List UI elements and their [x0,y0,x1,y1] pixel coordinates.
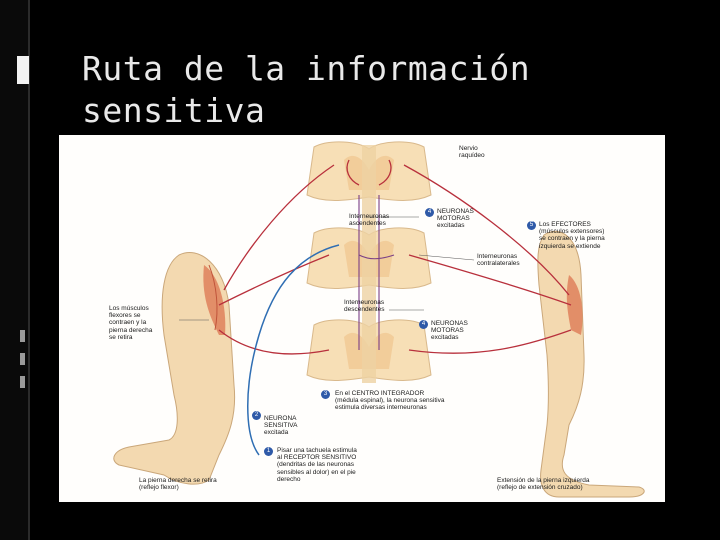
label-neurona-sensitiva: NEURONA SENSITIVA excitada [264,415,297,437]
label-nervio-raquideo: Nervio raquídeo [459,145,485,159]
step-4a-badge: 4 [425,208,434,217]
label-centro-integrador: En el CENTRO INTEGRADOR (médula espinal)… [335,390,444,412]
label-interneuronas-descendentes: Interneuronas descendentes [344,299,384,313]
step-4b-badge: 4 [419,320,428,329]
right-leg-illustration [114,252,235,484]
label-receptor-sensitivo: Pisar una tachuela estimula al RECEPTOR … [277,447,357,483]
step-3-badge: 3 [321,390,330,399]
label-musculos-flexores: Los músculos flexores se contraen y la p… [109,305,152,341]
label-interneuronas-ascendentes: Interneuronas ascendentes [349,213,389,227]
step-1-badge: 1 [264,447,273,456]
label-interneuronas-contralaterales: Interneuronas contralaterales [477,253,520,267]
label-neuronas-motoras-1: NEURONAS MOTORAS excitadas [437,208,474,230]
slide-title: Ruta de la información sensitiva [82,48,682,132]
decorative-bullet [20,330,25,342]
reflex-figure: Nervio raquídeo Interneuronas ascendente… [59,135,665,502]
decorative-bullet [20,353,25,365]
title-accent-bar [17,56,29,84]
left-leg-illustration [538,231,644,497]
label-pierna-izquierda: Extensión de la pierna izquierda (reflej… [497,477,590,491]
label-neuronas-motoras-2: NEURONAS MOTORAS excitadas [431,320,468,342]
step-5-badge: 5 [527,221,536,230]
decorative-bullet [20,376,25,388]
label-efectores: Los EFECTORES (músculos extensores) se c… [539,221,605,250]
step-2-badge: 2 [252,411,261,420]
label-pierna-derecha: La pierna derecha se retira (reflejo fle… [139,477,217,491]
